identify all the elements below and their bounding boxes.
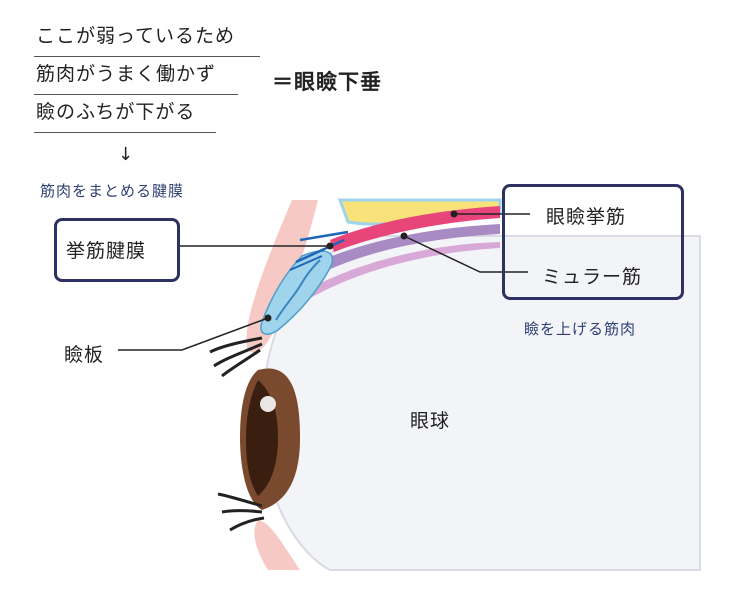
iris-highlight	[260, 396, 276, 412]
leader-line-tarsal	[118, 317, 269, 351]
leader-dot	[450, 210, 458, 218]
down-arrow-icon: ↓	[118, 144, 134, 165]
levator-muscle-label: 眼瞼挙筋	[546, 206, 627, 228]
leader-dot	[326, 242, 334, 250]
caption-line-2: 筋肉がうまく働かず	[36, 63, 217, 85]
aponeurosis-label: 挙筋腱膜	[66, 240, 147, 262]
caption-line-3: 瞼のふちが下がる	[36, 101, 196, 123]
caption-line-1: ここが弱っているため	[36, 25, 236, 47]
result-title: ＝眼瞼下垂	[272, 70, 382, 94]
caption-divider	[34, 94, 238, 95]
lower-eyelid-skin	[254, 520, 300, 570]
upper-eyelash	[213, 342, 263, 368]
lower-eyelash	[217, 492, 263, 508]
leader-dot	[400, 232, 408, 240]
aponeurosis-strand	[299, 230, 349, 242]
aponeurosis-strand	[289, 255, 323, 271]
levator-muscle-band	[330, 206, 500, 252]
leader-line-muller	[403, 235, 528, 273]
caption-divider	[34, 132, 216, 133]
aponeurosis-label-box	[54, 218, 180, 282]
upper-eyelash	[209, 336, 263, 354]
lower-eyelash	[221, 509, 263, 514]
muscles-label-box	[502, 184, 684, 300]
leader-dot	[264, 314, 272, 322]
tarsal-plate-label: 瞼板	[64, 344, 105, 366]
caption-divider	[34, 56, 260, 57]
lower-eyelash	[229, 516, 265, 532]
tarsal-gland-line	[275, 259, 321, 321]
sub-caption: 筋肉をまとめる腱膜	[40, 182, 185, 200]
muller-muscle-label: ミュラー筋	[542, 266, 643, 288]
aponeurosis-strand	[295, 238, 345, 264]
eyeball-label: 眼球	[410, 410, 451, 432]
muller-muscle-band	[300, 224, 500, 282]
upper-eyelash	[221, 348, 261, 378]
lifting-muscles-label: 瞼を上げる筋肉	[524, 320, 637, 338]
muscle-band-lower	[290, 242, 500, 308]
